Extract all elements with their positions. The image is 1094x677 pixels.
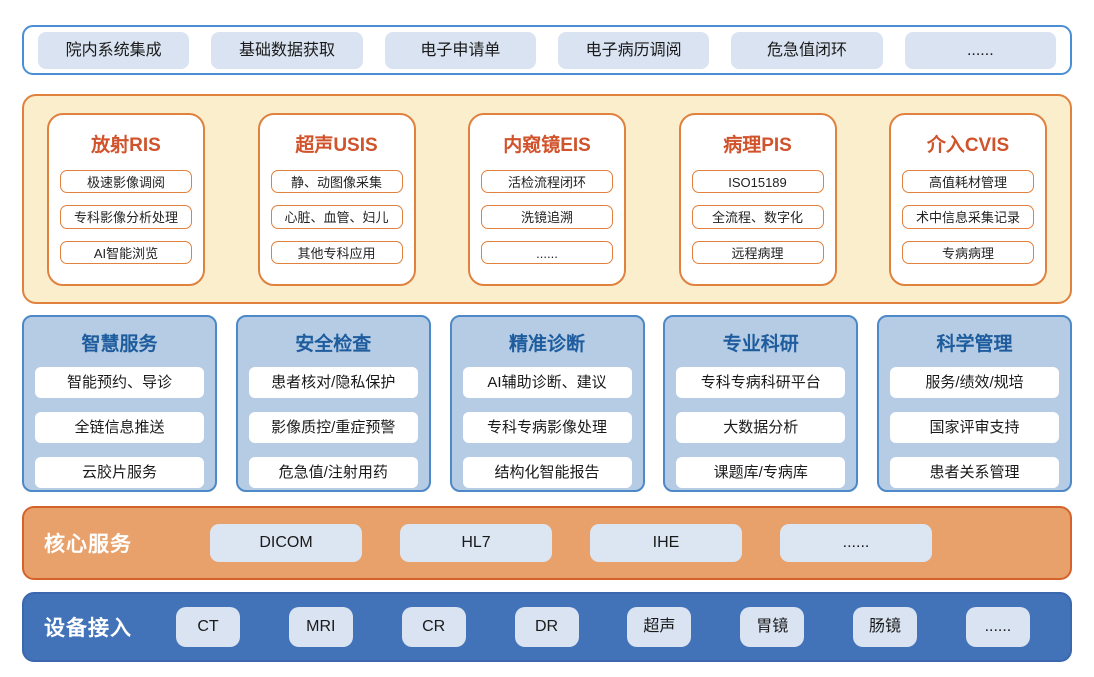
core-service-item: DICOM: [210, 524, 362, 562]
service-item: AI辅助诊断、建议: [462, 367, 632, 398]
clinical-item: 静、动图像采集: [270, 170, 403, 194]
service-item: 患者核对/隐私保护: [248, 367, 418, 398]
core-service-item-more: ......: [780, 524, 932, 562]
integration-band: 院内系统集成 基础数据获取 电子申请单 电子病历调阅 危急值闭环 ......: [22, 25, 1072, 75]
device-access-pills: CT MRI CR DR 超声 胃镜 肠镜 ......: [176, 607, 1056, 647]
service-item: 危急值/注射用药: [248, 457, 418, 488]
integration-item: 电子申请单: [384, 31, 536, 69]
clinical-item: 术中信息采集记录: [902, 205, 1034, 229]
service-modules-band: 智慧服务 智能预约、导诊 全链信息推送 云胶片服务 安全检查 患者核对/隐私保护…: [22, 315, 1072, 492]
device-item: 肠镜: [853, 607, 918, 647]
clinical-item: 洗镜追溯: [481, 205, 613, 229]
service-item: 专科专病科研平台: [676, 367, 846, 398]
column-title: 病理PIS: [723, 135, 792, 156]
service-item: 课题库/专病库: [676, 457, 846, 488]
service-column-precise-diagnosis: 精准诊断 AI辅助诊断、建议 专科专病影像处理 结构化智能报告: [449, 315, 645, 492]
column-title: 介入CVIS: [926, 135, 1010, 156]
clinical-item: 专病病理: [902, 240, 1034, 264]
device-item: 胃镜: [740, 607, 805, 647]
service-item: 专科专病影像处理: [462, 412, 632, 443]
integration-item: 院内系统集成: [38, 31, 190, 69]
clinical-item: ......: [481, 240, 613, 264]
clinical-item: 活检流程闭环: [481, 170, 613, 194]
core-service-item: HL7: [400, 524, 552, 562]
device-item-more: ......: [965, 607, 1030, 647]
device-item: CR: [401, 607, 466, 647]
column-title: 放射RIS: [91, 135, 161, 156]
integration-item-more: ......: [904, 31, 1056, 69]
clinical-column-usis: 超声USIS 静、动图像采集 心脏、血管、妇儿 其他专科应用: [257, 113, 416, 286]
service-item: 服务/绩效/规培: [890, 367, 1059, 398]
service-column-safety-check: 安全检查 患者核对/隐私保护 影像质控/重症预警 危急值/注射用药: [235, 315, 431, 492]
column-title: 安全检查: [295, 334, 372, 355]
device-item: MRI: [288, 607, 353, 647]
service-item: 云胶片服务: [35, 457, 204, 488]
device-item: 超声: [627, 607, 692, 647]
clinical-item: 全流程、数字化: [691, 205, 824, 229]
core-services-pills: DICOM HL7 IHE ......: [210, 524, 1056, 562]
clinical-item: 心脏、血管、妇儿: [270, 205, 403, 229]
clinical-item: ISO15189: [691, 170, 824, 194]
column-title: 内窥镜EIS: [503, 135, 591, 156]
service-column-scientific-management: 科学管理 服务/绩效/规培 国家评审支持 患者关系管理: [877, 315, 1072, 492]
clinical-item: 高值耗材管理: [902, 170, 1034, 194]
clinical-item: 专科影像分析处理: [60, 205, 192, 229]
service-item: 国家评审支持: [890, 412, 1059, 443]
service-item: 大数据分析: [676, 412, 846, 443]
clinical-column-cvis: 介入CVIS 高值耗材管理 术中信息采集记录 专病病理: [889, 113, 1047, 286]
device-item: CT: [176, 607, 240, 647]
clinical-item: 极速影像调阅: [60, 170, 192, 194]
clinical-item: 其他专科应用: [270, 240, 403, 264]
service-column-research: 专业科研 专科专病科研平台 大数据分析 课题库/专病库: [663, 315, 859, 492]
clinical-column-ris: 放射RIS 极速影像调阅 专科影像分析处理 AI智能浏览: [47, 113, 205, 286]
clinical-systems-band: 放射RIS 极速影像调阅 专科影像分析处理 AI智能浏览 超声USIS 静、动图…: [22, 94, 1072, 304]
core-services-label: 核心服务: [44, 533, 132, 556]
column-title: 精准诊断: [508, 334, 585, 355]
device-access-band: 设备接入 CT MRI CR DR 超声 胃镜 肠镜 ......: [22, 592, 1072, 662]
service-column-smart-service: 智慧服务 智能预约、导诊 全链信息推送 云胶片服务: [22, 315, 217, 492]
device-item: DR: [514, 607, 579, 647]
service-item: 全链信息推送: [35, 412, 204, 443]
column-title: 专业科研: [722, 334, 799, 355]
clinical-item: 远程病理: [691, 240, 824, 264]
integration-item: 基础数据获取: [211, 31, 363, 69]
clinical-column-eis: 内窥镜EIS 活检流程闭环 洗镜追溯 ......: [468, 113, 626, 286]
service-item: 患者关系管理: [890, 457, 1059, 488]
service-item: 智能预约、导诊: [35, 367, 204, 398]
device-access-label: 设备接入: [44, 617, 132, 640]
core-service-item: IHE: [590, 524, 742, 562]
clinical-item: AI智能浏览: [60, 240, 192, 264]
integration-item: 电子病历调阅: [557, 31, 710, 69]
clinical-column-pis: 病理PIS ISO15189 全流程、数字化 远程病理: [678, 113, 837, 286]
service-item: 影像质控/重症预警: [248, 412, 418, 443]
column-title: 超声USIS: [295, 135, 378, 156]
service-item: 结构化智能报告: [462, 457, 632, 488]
column-title: 科学管理: [936, 334, 1013, 355]
integration-item: 危急值闭环: [731, 31, 883, 69]
core-services-band: 核心服务 DICOM HL7 IHE ......: [22, 506, 1072, 580]
column-title: 智慧服务: [81, 334, 158, 355]
